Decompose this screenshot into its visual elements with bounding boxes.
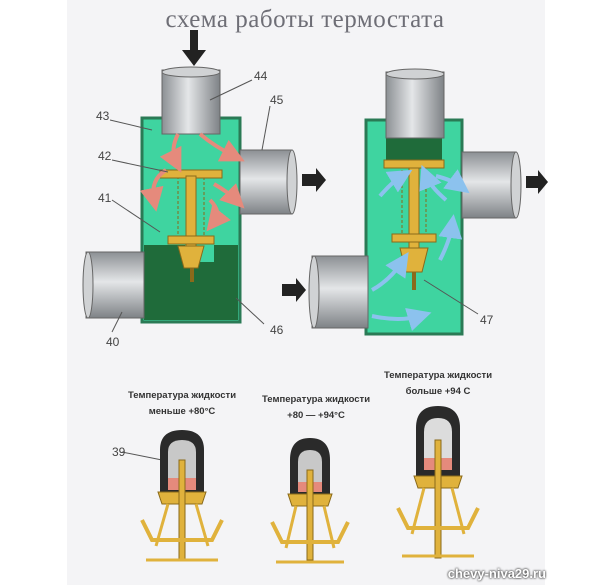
outlet-arrow-right [526, 170, 548, 194]
label-45: 45 [270, 93, 284, 107]
capsule-mid [272, 438, 348, 562]
label-39: 39 [112, 445, 126, 459]
label-44: 44 [254, 69, 268, 83]
capsule-hot [398, 406, 478, 558]
capsule-cold [142, 430, 222, 560]
inlet-arrow-bottom-right [282, 278, 306, 302]
label-43: 43 [96, 109, 110, 123]
label-42: 42 [98, 149, 112, 163]
pipe-top-right [386, 72, 444, 138]
pipe-bottom-left [86, 252, 144, 318]
valve-chamber-right [386, 138, 442, 160]
label-41: 41 [98, 191, 112, 205]
pipe-right-left [240, 150, 292, 214]
caption-hot-line2: больше +94 С [348, 384, 528, 400]
label-40: 40 [106, 335, 120, 349]
caption-hot-line1: Температура жидкости [348, 368, 528, 384]
thermostat-right [309, 69, 521, 334]
outlet-arrow-left [302, 168, 326, 192]
pipe-right-right [462, 152, 516, 218]
pipe-bottom-right [312, 256, 368, 328]
watermark: chevy-niva29.ru [448, 566, 546, 581]
label-47: 47 [480, 313, 494, 327]
inlet-arrow-top [182, 30, 206, 66]
caption-mid-line2: +80 — +94°С [226, 408, 406, 424]
label-46: 46 [270, 323, 284, 337]
pipe-top-left [162, 70, 220, 134]
caption-hot: Температура жидкости больше +94 С [348, 368, 528, 400]
